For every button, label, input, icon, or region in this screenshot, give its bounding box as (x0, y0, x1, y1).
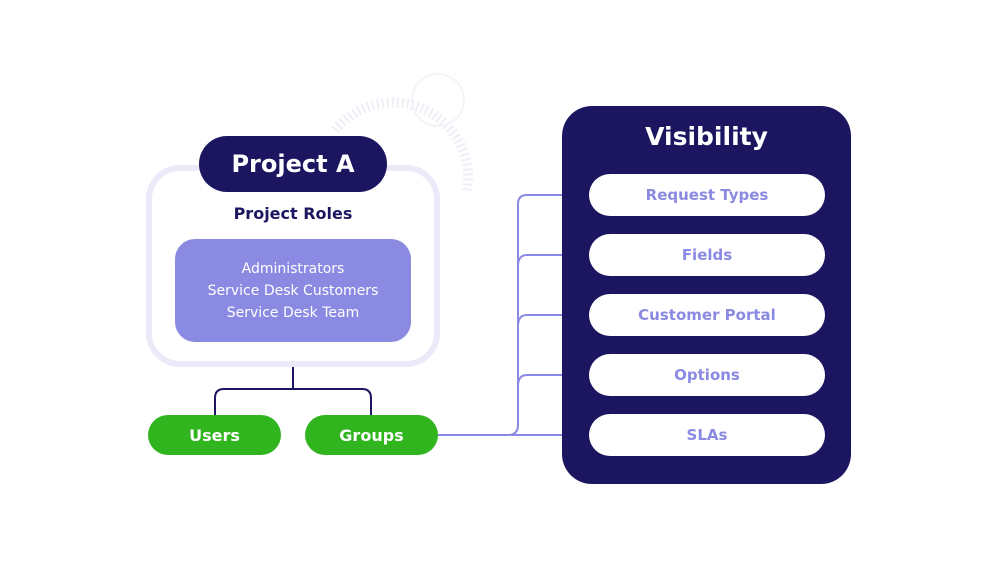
connector-fields (517, 254, 578, 267)
role-service-desk-customers: Service Desk Customers (207, 282, 379, 299)
visibility-item-fields: Fields (589, 234, 825, 276)
project-roles-heading: Project Roles (233, 204, 353, 223)
connector-customer-portal (517, 314, 578, 327)
project-roles-list: Administrators Service Desk Customers Se… (175, 239, 411, 342)
visibility-item-slas: SLAs (589, 414, 825, 456)
visibility-item-request-types: Request Types (589, 174, 825, 216)
visibility-item-options: Options (589, 354, 825, 396)
project-title: Project A (199, 136, 387, 192)
connector-options (517, 374, 578, 387)
visibility-item-customer-portal: Customer Portal (589, 294, 825, 336)
role-service-desk-team: Service Desk Team (226, 304, 360, 321)
visibility-title: Visibility (645, 122, 768, 151)
users-groups-connector (214, 388, 372, 415)
decorative-circle (411, 73, 465, 127)
role-administrators: Administrators (241, 260, 345, 277)
groups-pill: Groups (305, 415, 438, 455)
users-pill: Users (148, 415, 281, 455)
